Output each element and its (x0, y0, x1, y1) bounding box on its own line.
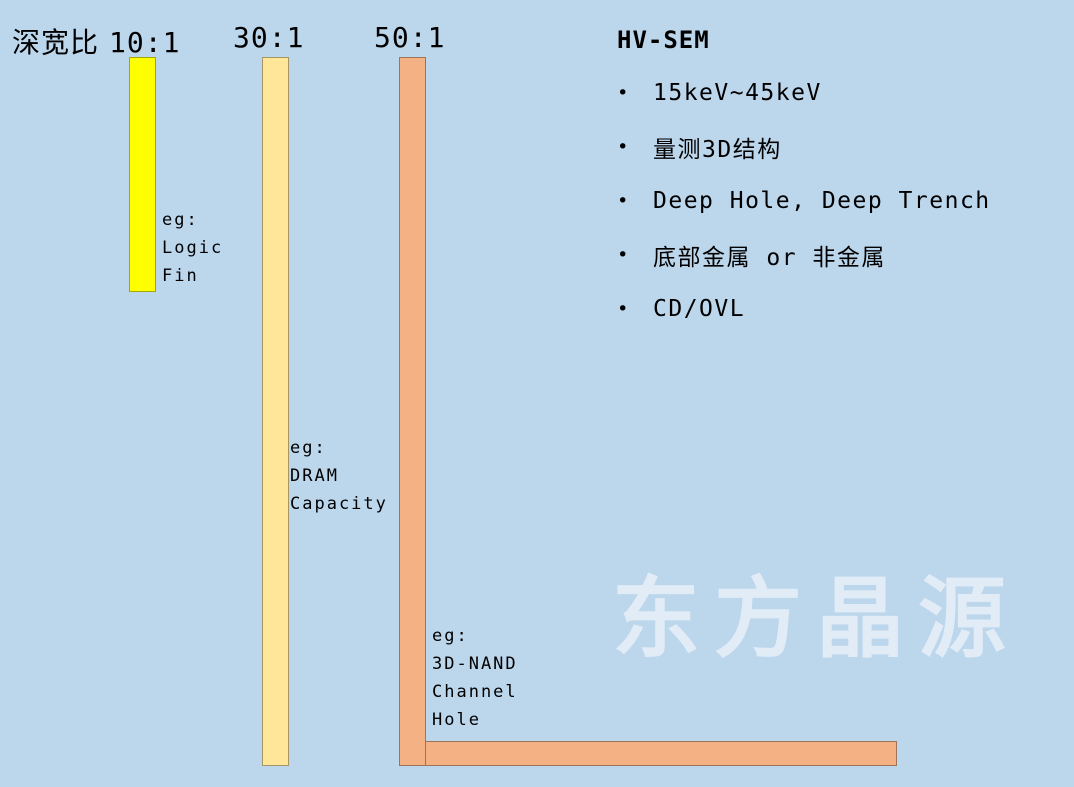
eg-line: Fin (162, 266, 199, 286)
bullet-item: • 15keV~45keV (617, 66, 1067, 120)
bullet-item: • CD/OVL (617, 282, 1067, 336)
eg-line: eg: (162, 210, 199, 230)
bullet-text: 底部金属 or 非金属 (653, 245, 886, 271)
bullet-icon: • (617, 298, 630, 320)
bullet-icon: • (617, 244, 630, 266)
bullet-text: CD/OVL (653, 296, 746, 322)
example-label-logic-fin: eg: Logic Fin (162, 206, 223, 290)
eg-line: Hole (432, 710, 481, 730)
ratio-label-50to1: 50:1 (374, 21, 446, 54)
bullet-icon: • (617, 82, 630, 104)
eg-line: Logic (162, 238, 224, 258)
bullet-icon: • (617, 136, 630, 158)
hv-sem-bullet-list: • 15keV~45keV • 量测3D结构 • Deep Hole, Deep… (617, 66, 1067, 336)
bullet-text: 量测3D结构 (653, 137, 782, 163)
eg-line: Channel (432, 682, 518, 702)
eg-line: Capacity (290, 494, 388, 514)
header-aspect-ratio-10to1: 深宽比 10:1 (12, 21, 180, 61)
eg-line: DRAM (290, 466, 339, 486)
axis-label: 深宽比 (12, 26, 100, 59)
eg-line: 3D-NAND (432, 654, 518, 674)
bullet-item: • 量测3D结构 (617, 120, 1067, 174)
example-label-dram-capacity: eg: DRAM Capacity (290, 434, 388, 518)
ratio-label-30to1: 30:1 (233, 21, 305, 54)
bullet-text: 15keV~45keV (653, 80, 822, 106)
watermark-text: 东方晶源 (612, 567, 1021, 670)
bar-aspect-50to1-vertical (399, 57, 426, 766)
bar-aspect-10to1 (129, 57, 156, 292)
bullet-text: Deep Hole, Deep Trench (653, 188, 991, 214)
ratio-label-10to1: 10:1 (109, 26, 181, 59)
bullet-icon: • (617, 190, 630, 212)
bar-aspect-50to1-horizontal-extension (425, 741, 897, 766)
panel-title-hv-sem: HV-SEM (617, 26, 710, 54)
bar-aspect-30to1 (262, 57, 289, 766)
eg-line: eg: (290, 438, 327, 458)
eg-line: eg: (432, 626, 469, 646)
bullet-item: • 底部金属 or 非金属 (617, 228, 1067, 282)
bullet-item: • Deep Hole, Deep Trench (617, 174, 1067, 228)
example-label-3d-nand-channel-hole: eg: 3D-NAND Channel Hole (432, 622, 518, 734)
